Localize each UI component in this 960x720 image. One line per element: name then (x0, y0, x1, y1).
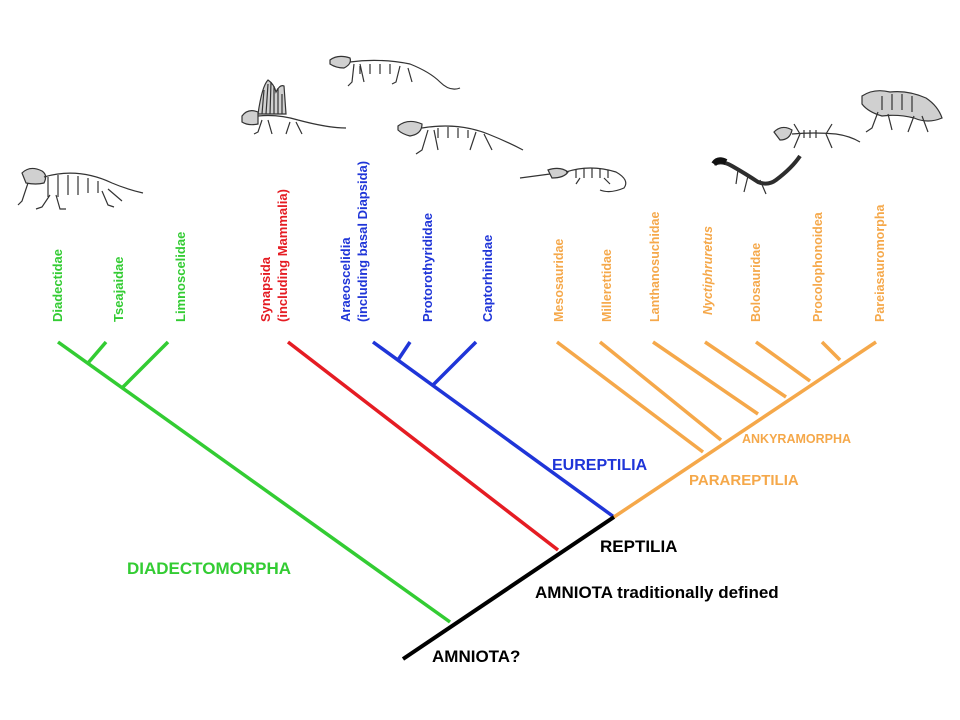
taxon-label-nyctiphruretus: Nyctiphruretus (701, 226, 715, 315)
clade-label-eureptilia: EUREPTILIA (552, 457, 648, 474)
taxon-label-bolosauridae: Bolosauridae (749, 243, 763, 322)
clade-label-amniota-traditional: AMNIOTA traditionally defined (535, 583, 779, 602)
taxon-label-diadectidae: Diadectidae (50, 249, 65, 322)
mesosaur-skeleton (519, 167, 627, 193)
taxon-label-araeoscelidia: Araeoscelidia (338, 237, 353, 322)
taxon-label-synapsida-sub: (including Mammalia) (275, 189, 290, 322)
clade-label-ankyramorpha: ANKYRAMORPHA (742, 432, 851, 446)
amniota-stem (401, 515, 616, 661)
synapsida-branch (286, 340, 560, 552)
procolophonid-skeleton (773, 123, 861, 149)
taxon-label-mesosauridae: Mesosauridae (552, 239, 566, 322)
taxon-label-synapsida: Synapsida (258, 256, 273, 322)
taxon-label-millerettidae: Millerettidae (600, 249, 614, 322)
taxon-label-procolophonoidea: Procolophonoidea (811, 211, 825, 322)
clade-label-parareptilia: PARAREPTILIA (689, 472, 799, 489)
taxon-label-limnoscelidae: Limnoscelidae (173, 232, 188, 322)
clade-label-amniota-question: AMNIOTA? (432, 647, 520, 666)
taxon-label-araeoscelidia-sub: (including basal Diapsida) (355, 161, 370, 322)
pareiasaur-skeleton (861, 90, 943, 133)
clade-label-reptilia: REPTILIA (600, 537, 677, 556)
taxon-label-protorothyrididae: Protorothyrididae (420, 213, 435, 322)
diadectomorpha-branches (56, 340, 452, 624)
taxon-label-captorhinidae: Captorhinidae (480, 235, 495, 322)
taxon-label-pareiasauromorpha: Pareiasauromorpha (873, 204, 887, 322)
diadectes-skeleton (17, 167, 144, 210)
bolosaur-lizard (711, 154, 802, 195)
eureptilia-branches (371, 340, 616, 519)
parareptilia-branches (555, 340, 877, 519)
taxon-label-lanthanosuchidae: Lanthanosuchidae (648, 212, 662, 322)
captorhinid-skeleton (397, 120, 524, 155)
araeoscelid-skeleton (329, 55, 461, 90)
taxon-label-tseajaidae: Tseajaidae (111, 256, 126, 322)
dimetrodon-skeleton (241, 79, 347, 135)
clade-label-diadectomorpha: DIADECTOMORPHA (127, 559, 291, 578)
